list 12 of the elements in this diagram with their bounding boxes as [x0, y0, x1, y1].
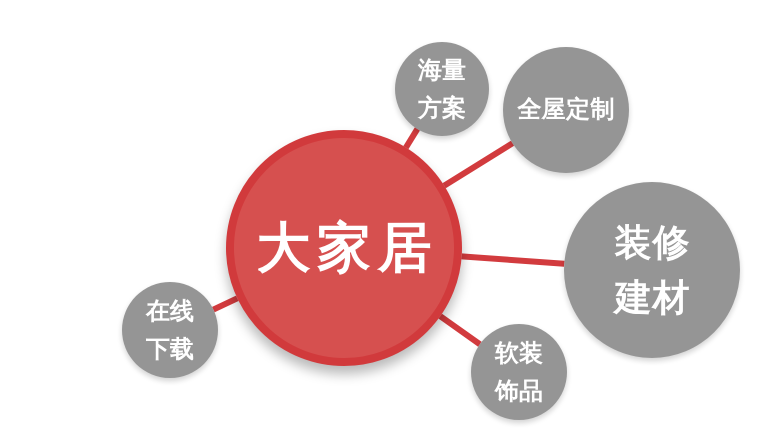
- connector-line: [403, 127, 420, 150]
- connector-line: [461, 253, 564, 267]
- node-label: 装修建材: [612, 220, 692, 321]
- node-label: 全屋定制: [516, 94, 616, 126]
- connector-line: [442, 140, 514, 188]
- connector-line: [212, 296, 239, 312]
- node-label: 在线下载: [145, 296, 195, 365]
- topic-circle: [395, 42, 489, 136]
- node-label: 海量方案: [417, 54, 467, 124]
- node-label: 大家居: [256, 216, 438, 280]
- connector-line: [438, 314, 482, 347]
- node-label: 软装饰品: [494, 338, 544, 407]
